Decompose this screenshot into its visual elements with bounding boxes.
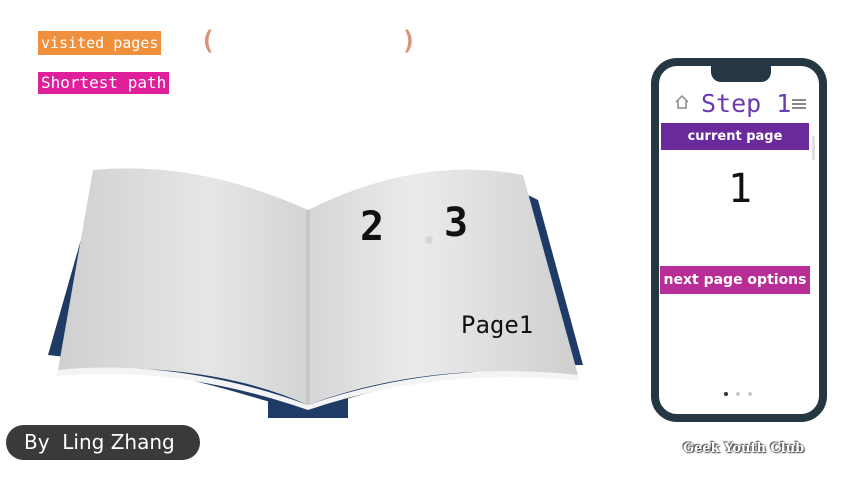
pagination-dot[interactable] xyxy=(736,392,740,396)
visited-pages-label: visited pages xyxy=(38,31,162,55)
current-page-option-value[interactable]: 1 xyxy=(727,166,753,212)
current-page-options-header: current page options xyxy=(661,123,809,171)
club-label: Geek Youth Club xyxy=(683,441,805,456)
current-page-label: Page1 xyxy=(461,311,534,339)
step-title: Step 1 xyxy=(701,89,792,118)
phone-scrollbar[interactable] xyxy=(812,136,815,160)
visited-list-close-bracket: ) xyxy=(401,26,417,56)
menu-icon[interactable] xyxy=(792,99,806,109)
shortest-path-label: Shortest path xyxy=(38,72,170,94)
page-option-left[interactable]: 2 xyxy=(360,204,385,250)
author-badge: By Ling Zhang xyxy=(6,425,200,460)
open-book xyxy=(48,168,583,418)
next-page-options-header: next page options xyxy=(660,266,810,294)
book-pages xyxy=(56,168,580,410)
home-icon[interactable] xyxy=(674,94,690,110)
visited-list-open-bracket: ( xyxy=(200,26,216,56)
page-divider-dot xyxy=(425,236,433,244)
pagination-dot-active[interactable] xyxy=(724,392,728,396)
pagination-dot[interactable] xyxy=(748,392,752,396)
page-option-right[interactable]: 3 xyxy=(444,200,469,246)
phone-notch xyxy=(711,58,771,82)
phone-frame xyxy=(651,58,827,422)
